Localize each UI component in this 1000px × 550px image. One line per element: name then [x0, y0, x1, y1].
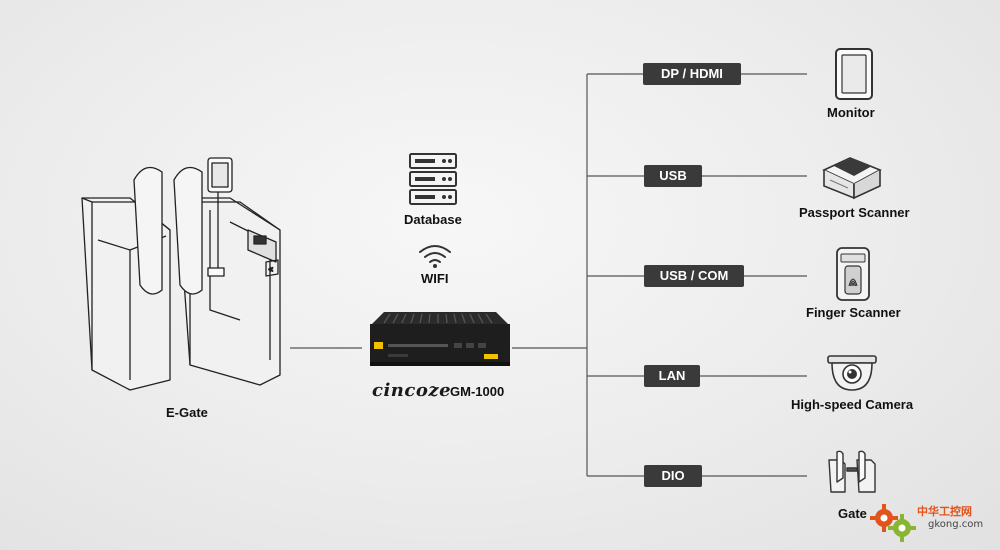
- svg-text:«: «: [268, 265, 274, 275]
- wifi-label: WIFI: [421, 271, 449, 286]
- camera-label: High-speed Camera: [791, 397, 914, 412]
- device-model-label: GM-1000: [450, 384, 505, 399]
- port-label-usb: USB: [644, 165, 702, 187]
- egate-illustration: «: [81, 157, 281, 391]
- device-brand-logo: cincoze: [372, 380, 452, 401]
- passport-scanner-icon: [822, 157, 882, 200]
- port-label-dp-hdmi: DP / HDMI: [643, 63, 741, 85]
- gm1000-device-icon: [370, 312, 510, 366]
- port-label-dio: DIO: [644, 465, 702, 487]
- watermark-en: gkong.com: [928, 519, 984, 530]
- monitor-icon: [835, 48, 873, 100]
- finger-scanner-icon: [836, 247, 870, 301]
- wifi-icon: [419, 245, 451, 268]
- monitor-label: Monitor: [827, 105, 875, 120]
- gate-label: Gate: [838, 506, 867, 521]
- passport-scanner-label: Passport Scanner: [799, 205, 910, 220]
- gate-icon: [828, 450, 876, 493]
- port-label-usb-com: USB / COM: [644, 265, 744, 287]
- finger-scanner-label: Finger Scanner: [806, 305, 901, 320]
- camera-icon: [827, 355, 877, 391]
- database-icon: [409, 153, 457, 205]
- watermark-cn: 中华工控网: [917, 505, 972, 518]
- database-label: Database: [404, 212, 462, 227]
- gear-logo-icon: [870, 504, 916, 542]
- port-label-lan: LAN: [644, 365, 700, 387]
- egate-label: E-Gate: [166, 405, 208, 420]
